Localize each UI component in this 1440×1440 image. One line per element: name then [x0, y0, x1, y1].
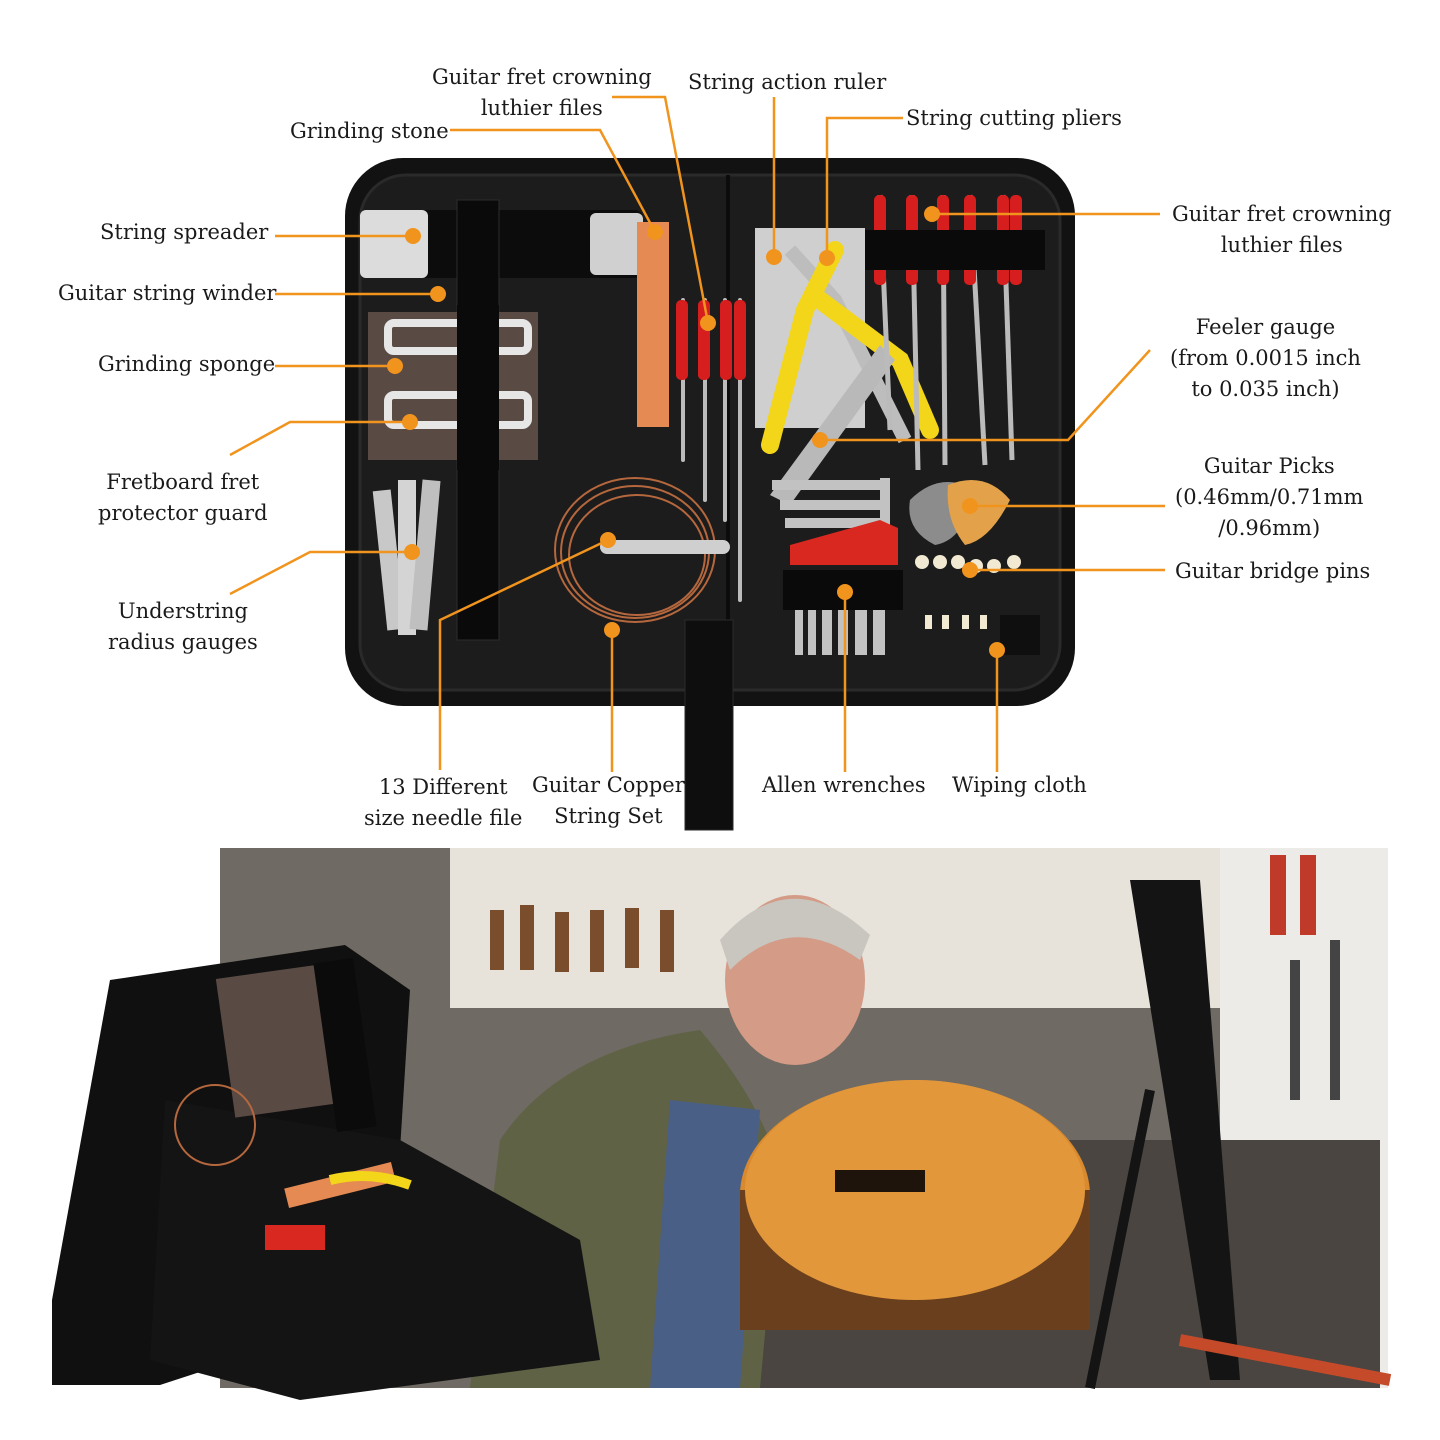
wiping-cloth — [1000, 615, 1040, 655]
label-allen-wrenches: Allen wrenches — [762, 773, 926, 797]
fret-crowning-files — [865, 194, 1045, 471]
tool-kit-diagram — [229, 95, 1165, 831]
needle-file-gauge — [600, 540, 730, 554]
hanging-tools — [490, 855, 1340, 1100]
label-string-action-ruler: String action ruler — [688, 70, 887, 94]
kit-photo — [52, 945, 600, 1400]
label-string-cutting-pliers: String cutting pliers — [906, 106, 1122, 130]
label-string-spreader: String spreader — [100, 220, 269, 244]
grinding-stone — [637, 222, 669, 427]
guitar-picks — [909, 480, 1010, 545]
string-spreader — [360, 210, 643, 278]
case-strap — [684, 619, 734, 831]
label-grinding-stone: Grinding stone — [290, 119, 449, 143]
callout-lines — [229, 95, 1165, 772]
grinding-sponge — [368, 305, 538, 470]
label-grinding-sponge: Grinding sponge — [98, 352, 276, 376]
label-wiping-cloth: Wiping cloth — [952, 773, 1087, 797]
string-cutting-pliers — [761, 241, 939, 454]
label-bridge-pins: Guitar bridge pins — [1175, 559, 1371, 583]
allen-wrenches — [772, 478, 903, 655]
label-string-winder: Guitar string winder — [58, 281, 277, 305]
needle-files-left — [676, 298, 746, 602]
label-guitar-picks: Guitar Picks(0.46mm/0.71mm/0.96mm) — [1175, 454, 1364, 540]
feeler-gauge — [770, 345, 895, 505]
acoustic-guitar — [740, 1080, 1090, 1330]
workshop-photo — [52, 848, 1392, 1400]
callout-dots — [387, 206, 1005, 658]
